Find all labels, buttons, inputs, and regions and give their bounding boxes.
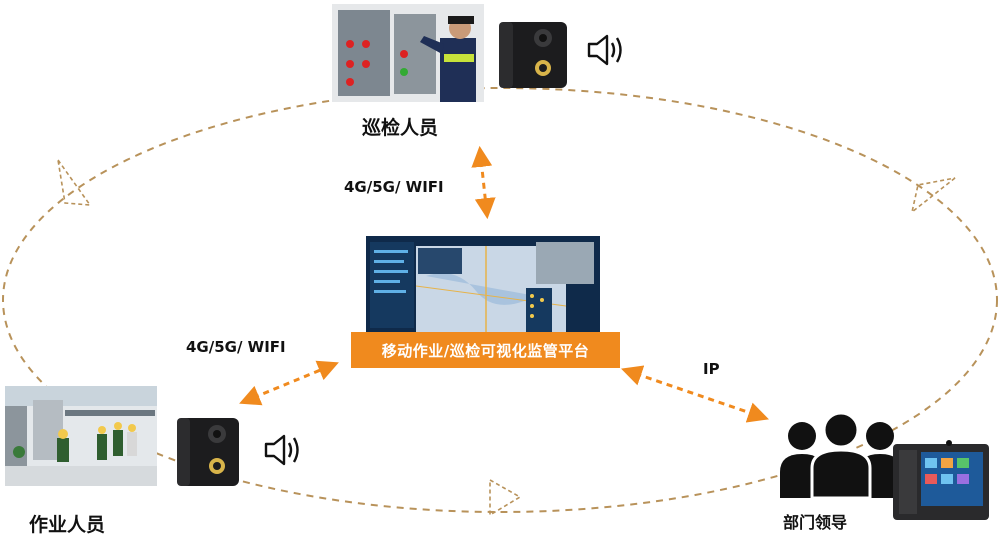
inspector-label: 巡检人员 [362, 117, 439, 139]
link-label-worker-platform: 4G/5G/ WIFI [186, 338, 286, 356]
desk-terminal [893, 440, 989, 522]
link-inspector-platform [471, 145, 496, 220]
inspector-photo [332, 4, 484, 102]
loop-arrow-bottom [489, 478, 522, 517]
worker-body-camera [175, 416, 241, 488]
leader-label: 部门领导 [783, 513, 848, 532]
link-platform-leader [621, 365, 769, 423]
worker-photo [5, 386, 157, 486]
worker-label: 作业人员 [29, 514, 106, 536]
inspector-body-camera [497, 20, 569, 90]
people-group-icon [778, 411, 904, 500]
platform-dashboard-screenshot [366, 236, 600, 334]
platform-title-bar: 移动作业/巡检可视化监管平台 [351, 332, 620, 368]
speaker-icon [262, 432, 302, 468]
link-label-inspector-platform: 4G/5G/ WIFI [344, 178, 444, 196]
speaker-icon [585, 32, 625, 68]
link-label-platform-leader: IP [703, 360, 720, 378]
loop-arrow-right [910, 177, 956, 215]
link-worker-platform [239, 360, 339, 406]
